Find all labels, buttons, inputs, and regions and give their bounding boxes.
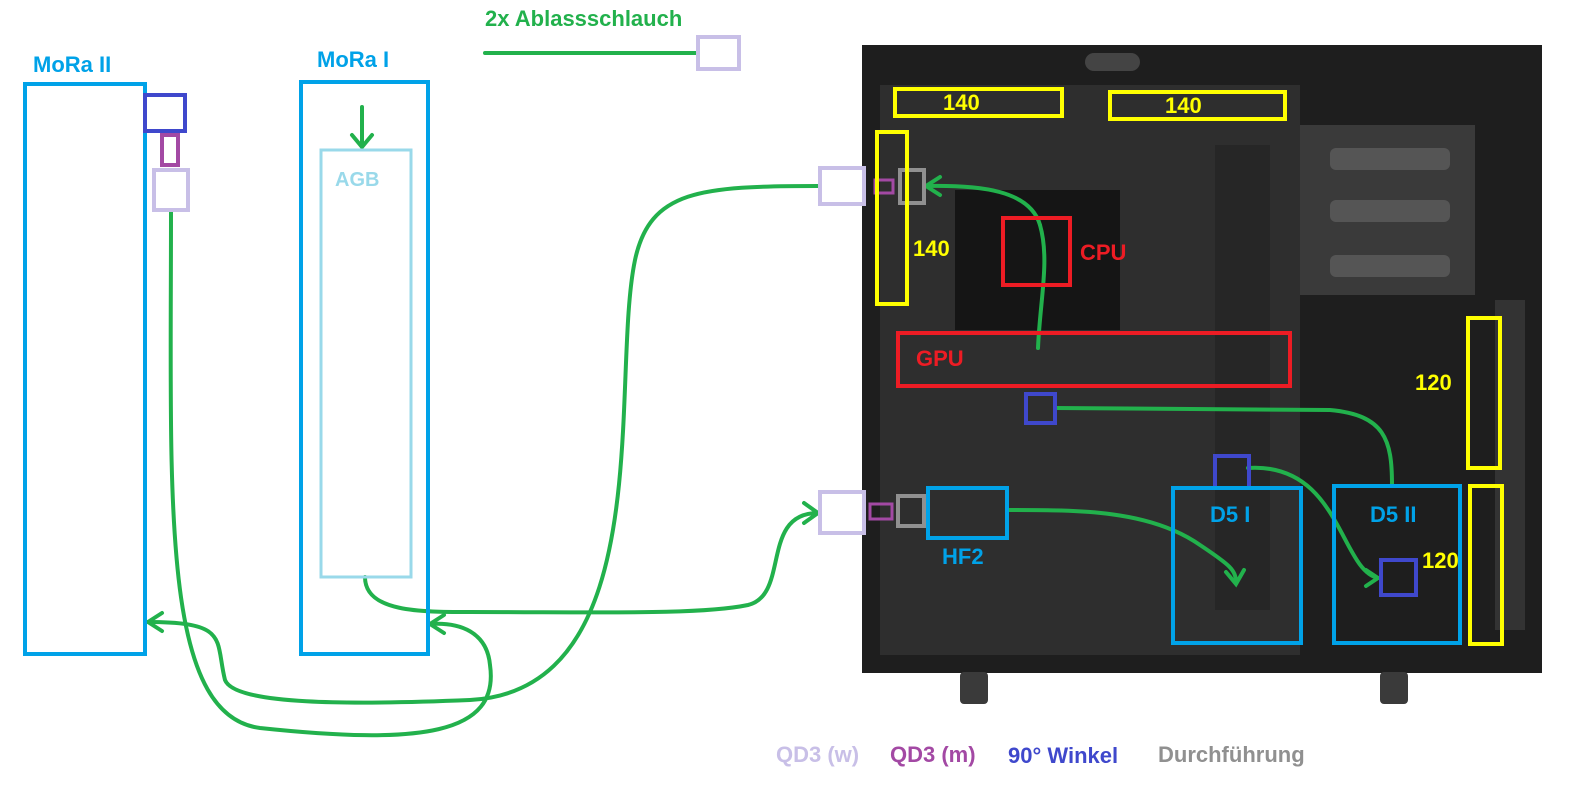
mora2-qd3-female [152,168,190,212]
case-handle [1085,53,1140,71]
agb-label: AGB [335,169,379,191]
tube-d5-2-to-gpu [1053,406,1394,487]
gpu-angle-fitting [1024,392,1057,425]
hf2-flowmeter [926,486,1009,540]
case-motherboard-tray [955,190,1120,330]
case-drive-tray-1 [1330,148,1450,170]
case-foot-right [1380,672,1408,704]
gpu-label: GPU [916,346,964,371]
legend-qd3-w: QD3 (w) [776,742,859,767]
d5-1-pump [1171,486,1303,645]
fan-front-lower-120 [1468,484,1504,646]
rear-bottom-qd3-female [818,490,866,535]
tube-mora2-outlet [168,210,493,738]
case-cable-column [1215,145,1270,610]
radiators: MoRa II MoRa I [23,47,430,656]
rear-top-qd3-female [818,166,866,206]
fan-top-front-label: 140 [943,90,980,115]
tube-cpu-to-rear [924,183,1042,227]
fan-rear-label: 140 [913,236,950,261]
mora2-radiator [23,82,147,656]
tubing [144,51,1394,738]
tube-agb-to-hf2 [363,511,820,615]
legend-durchfuehrung: Durchführung [1158,742,1305,767]
rear-top-passthrough [898,168,926,205]
case-foot-left [960,672,988,704]
d5-2-angle-fitting [1379,558,1418,597]
d5-2-pump [1332,484,1462,645]
case-drive-tray-2 [1330,200,1450,222]
fan-top-front-140 [893,87,1064,118]
rear-bottom-qd3-male [868,502,894,521]
tube-rear-to-mora2-arrow [144,611,164,633]
legend-winkel: 90° Winkel [1008,743,1118,768]
mora2-qd3-male [160,133,180,167]
fan-front-upper-120 [1466,316,1502,470]
mora2-angle-fitting [143,93,187,133]
legend-qd3-m: QD3 (m) [890,742,976,767]
cpu-label: CPU [1080,240,1126,265]
pc-case-illustration [862,45,1542,704]
mora1-label: MoRa I [317,47,389,72]
mora2-label: MoRa II [33,52,111,77]
fan-top-rear-140 [1108,90,1287,121]
drain-hose-label: 2x Ablassschlauch [485,6,682,31]
fan-top-rear-label: 140 [1165,93,1202,118]
d5-1-label: D5 I [1210,502,1250,527]
rear-bottom-passthrough [896,494,926,528]
tube-reservoir-inlet-arrow [350,133,374,151]
fan-rear-140 [875,130,909,306]
case-drive-tray-3 [1330,255,1450,277]
fan-front-upper-label: 120 [1415,370,1452,395]
tube-hf2-to-d5-1-arrow [1224,568,1246,588]
cpu-block [1001,216,1072,287]
hf2-label: HF2 [942,544,984,569]
fan-front-lower-label: 120 [1422,548,1459,573]
legend: QD3 (w) QD3 (m) 90° Winkel Durchführung [776,742,1305,768]
gpu-block [896,331,1292,388]
drain-hose-qd3-female [696,35,741,71]
fans: 140 140 140 120 120 [875,87,1504,646]
tube-d5-1-to-d5-2-arrow [1364,568,1382,588]
agb-reservoir [319,148,413,579]
d5-2-label: D5 II [1370,502,1416,527]
tube-rear-to-mora2 [146,184,820,705]
mora1-radiator [299,80,430,656]
